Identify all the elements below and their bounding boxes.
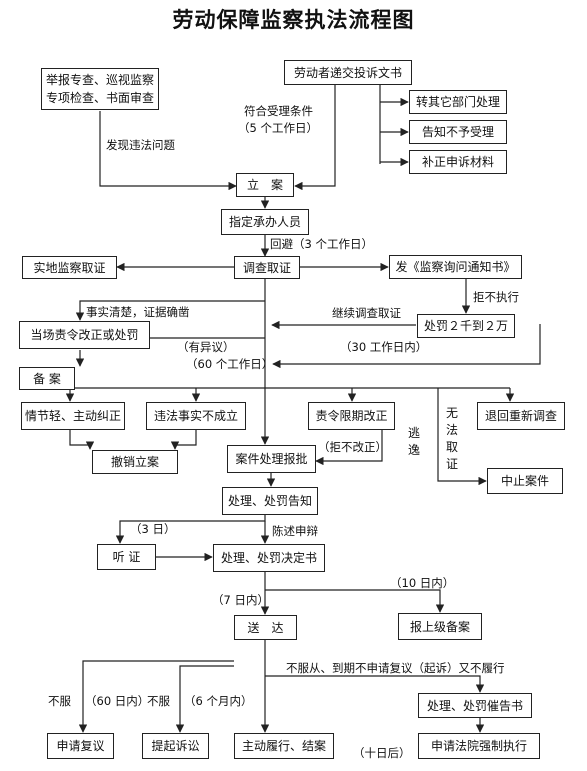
apply-review-box: 申请复议 — [47, 733, 114, 759]
connector — [294, 85, 336, 191]
no-evidence-label: 无 法 取 证 — [445, 406, 458, 471]
not-accepted-box: 告知不予受理 — [409, 120, 507, 144]
found-violation-label: 发现违法问题 — [106, 138, 175, 152]
minor-case-box: 情节轻、主动纠正 — [21, 402, 125, 430]
ten-days-label: （10 日内） — [390, 576, 455, 590]
superior-record-box: 报上级备案 — [398, 613, 482, 640]
meets-conditions-label: 符合受理条件 — [244, 104, 313, 118]
record-filing-box: 备 案 — [19, 367, 75, 390]
connector — [75, 300, 265, 321]
connector — [265, 675, 485, 693]
delivery-box: 送 达 — [234, 615, 297, 640]
transfer-department-box: 转其它部门处理 — [409, 90, 507, 114]
notification-box: 处理、处罚告知 — [222, 487, 318, 515]
connector — [99, 111, 237, 191]
decision-letter-box: 处理、处罚决定书 — [213, 544, 325, 572]
case-report-box: 案件处理报批 — [227, 445, 316, 473]
reinvestigate-box: 退回重新调查 — [477, 402, 565, 430]
objection-label: （有异议） — [177, 340, 235, 354]
statement-defense-label: 陈述申辩 — [272, 524, 318, 538]
deadline-correction-box: 责令限期改正 — [308, 402, 395, 430]
connector — [175, 665, 234, 733]
dissatisfied-label-1: 不服 — [48, 694, 71, 708]
assign-handler-box: 指定承办人员 — [221, 209, 309, 235]
six-months-label: （6 个月内） — [184, 694, 253, 708]
suspend-case-box: 中止案件 — [487, 468, 563, 494]
hearing-box: 听 证 — [97, 544, 156, 570]
investigation-box: 调查取证 — [234, 256, 300, 279]
onsite-inspection-box: 实地监察取证 — [22, 256, 117, 279]
thirty-workdays-label: （30 工作日内） — [340, 340, 428, 354]
page-title: 劳动保障监察执法流程图 — [172, 8, 415, 32]
sixty-days-label: （60 日内） — [85, 694, 150, 708]
facts-clear-label: 事实清楚，证据确凿 — [86, 305, 190, 319]
refuse-execute-label: 拒不执行 — [473, 290, 519, 304]
ten-days-after-label: （十日后） — [353, 746, 411, 760]
fine-penalty-box: 处罚２千到２万 — [417, 314, 515, 338]
connector — [78, 660, 234, 733]
connector — [315, 430, 383, 466]
connector — [69, 430, 95, 450]
sixty-workdays-label: （60 个工作日） — [186, 357, 274, 371]
report-inspection-box: 举报专查、巡视监察 专项检查、书面审查 — [41, 68, 159, 110]
court-enforcement-box: 申请法院强制执行 — [418, 733, 540, 759]
continue-investigation-label: 继续调查取证 — [332, 306, 401, 320]
dissatisfied-label-2: 不服 — [147, 694, 170, 708]
complaint-filing-box: 劳动者递交投诉文书 — [284, 60, 412, 85]
escape-label: 逃 逸 — [407, 426, 420, 457]
inquiry-notice-box: 发《监察询问通知书》 — [389, 255, 522, 279]
not-corrected-label: （拒不改正） — [318, 440, 387, 454]
five-days-label: （5 个工作日） — [238, 121, 318, 135]
urge-letter-box: 处理、处罚催告书 — [418, 693, 532, 718]
connector — [272, 324, 541, 369]
noncompliance-label: 不服从、到期不申请复议（起诉）又不履行 — [286, 661, 505, 675]
facts-not-established-box: 违法事实不成立 — [146, 402, 246, 430]
file-case-box: 立 案 — [236, 173, 294, 197]
correct-on-spot-box: 当场责令改正或处罚 — [19, 321, 150, 349]
supplement-materials-box: 补正申诉材料 — [409, 150, 507, 174]
file-lawsuit-box: 提起诉讼 — [142, 733, 209, 759]
connector — [115, 515, 266, 544]
revoke-case-box: 撤销立案 — [92, 450, 178, 474]
connector — [170, 430, 197, 450]
perform-close-box: 主动履行、结案 — [234, 733, 334, 759]
avoidance-label: 回避（3 个工作日） — [270, 237, 373, 251]
three-days-label: （3 日） — [130, 522, 176, 536]
connector — [265, 589, 445, 613]
seven-days-label: （7 日内） — [212, 593, 269, 607]
connector — [437, 388, 487, 486]
